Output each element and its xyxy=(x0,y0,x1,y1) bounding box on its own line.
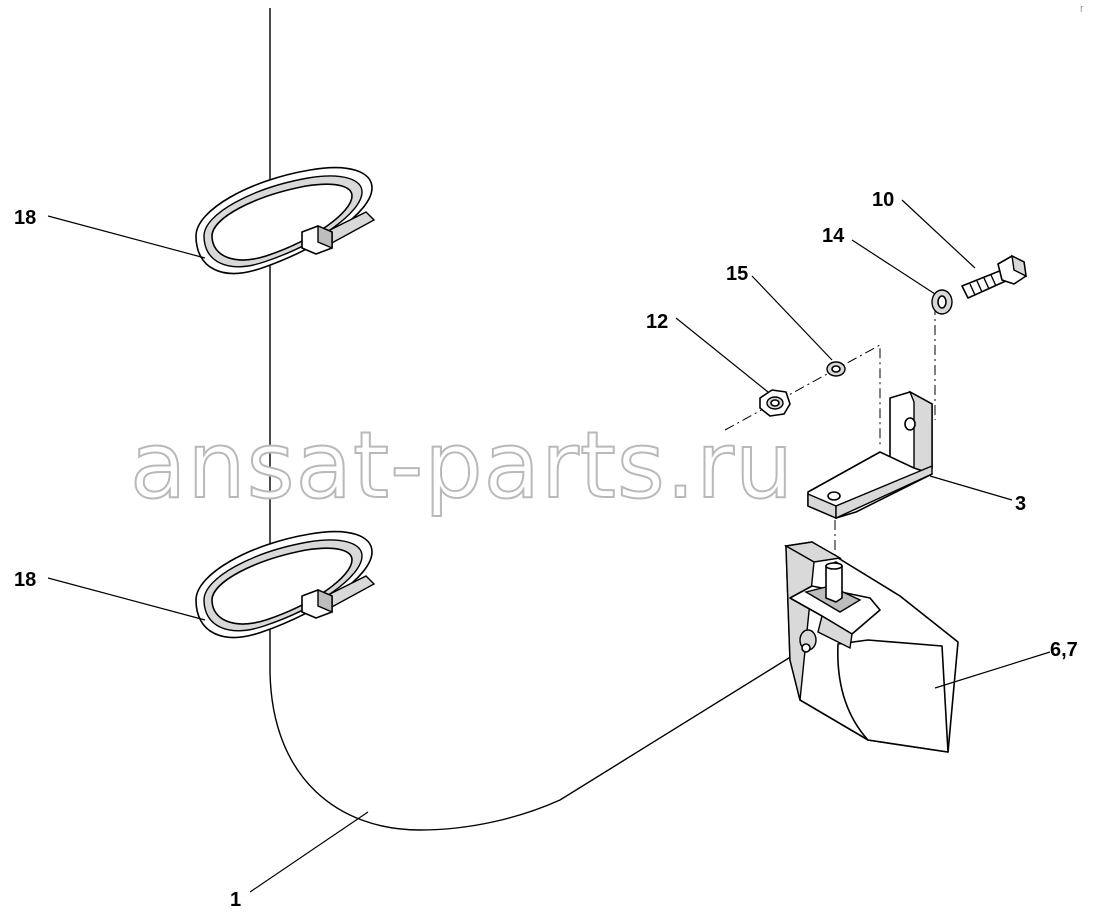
hex-bolt xyxy=(961,254,1027,299)
hex-nut xyxy=(759,389,791,417)
leader-67 xyxy=(934,651,1051,689)
callout-10: 10 xyxy=(872,189,894,211)
leader-10 xyxy=(901,199,976,269)
leader-15 xyxy=(751,275,833,361)
leader-12 xyxy=(675,317,769,393)
watermark-text: ansat-parts.ru xyxy=(130,412,794,519)
callout-12: 12 xyxy=(646,311,668,333)
lock-washer xyxy=(826,361,846,377)
angle-bracket xyxy=(807,390,933,520)
lamp-housing xyxy=(783,541,959,753)
callout-14: 14 xyxy=(822,225,845,247)
leader-14 xyxy=(851,239,936,295)
flat-washer xyxy=(931,289,953,315)
cable-wire xyxy=(269,8,806,831)
callout-18-lower: 18 xyxy=(14,569,36,591)
callout-1: 1 xyxy=(230,889,241,911)
cable-tie-lower xyxy=(195,530,376,639)
leader-3 xyxy=(929,475,1013,501)
callout-3: 3 xyxy=(1015,493,1026,515)
leader-18-lower xyxy=(47,577,206,621)
callout-18-upper: 18 xyxy=(14,207,36,229)
corner-mark: r xyxy=(1080,3,1084,15)
leader-1 xyxy=(249,811,369,893)
callout-6-7: 6,7 xyxy=(1050,639,1078,661)
leader-18-upper xyxy=(47,215,206,259)
callout-15: 15 xyxy=(726,263,748,285)
assembly-centerline-nut xyxy=(724,344,881,445)
cable-tie-upper xyxy=(195,166,376,275)
